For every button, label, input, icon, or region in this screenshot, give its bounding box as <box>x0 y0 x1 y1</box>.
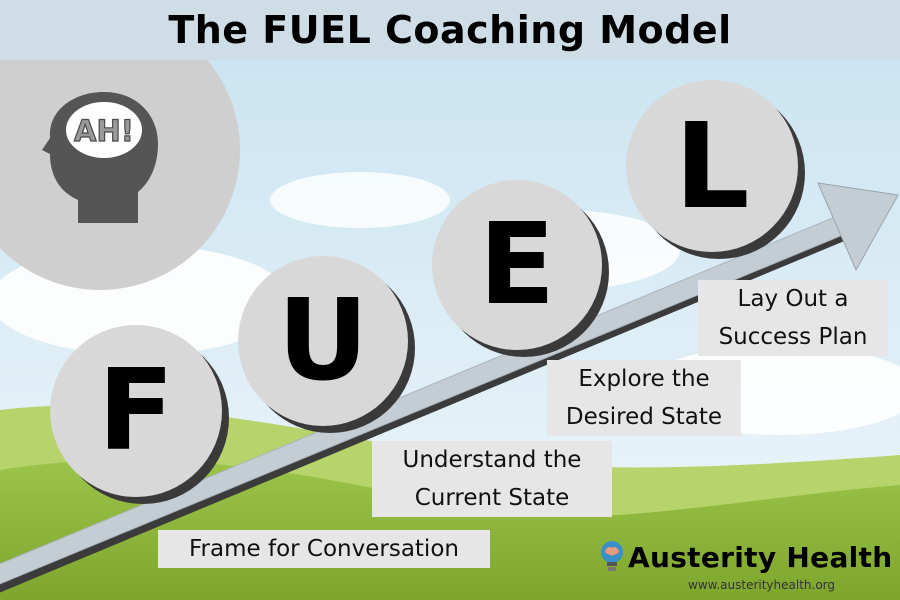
speech-cloud <box>66 102 142 158</box>
brand-url: www.austerityhealth.org <box>688 578 836 592</box>
page-title: The FUEL Coaching Model <box>168 8 732 52</box>
letter-bubble-l: L <box>626 80 798 252</box>
arrow-head <box>817 182 899 272</box>
letter-bubble-u: U <box>238 256 408 426</box>
letter-bubble-e: E <box>432 180 602 350</box>
step-label-layout: Lay Out a Success Plan <box>698 280 888 356</box>
head-silhouette-icon: AH! <box>42 92 158 223</box>
brand-name: Austerity Health <box>628 540 893 574</box>
letter-u: U <box>277 276 369 406</box>
lightbulb-brain-icon <box>601 541 623 571</box>
title-bar: The FUEL Coaching Model <box>0 0 900 60</box>
step-label-explore: Explore the Desired State <box>547 360 741 436</box>
step-label-frame: Frame for Conversation <box>158 530 490 568</box>
letter-f: F <box>97 346 175 476</box>
cloud <box>270 172 450 228</box>
brand-logo: Austerity Health <box>600 540 892 574</box>
head-badge-text: AH! <box>74 114 134 148</box>
letter-l: L <box>674 97 750 235</box>
step-label-understand: Understand the Current State <box>372 441 612 517</box>
letter-e: E <box>478 200 556 330</box>
letter-bubble-f: F <box>50 325 222 497</box>
